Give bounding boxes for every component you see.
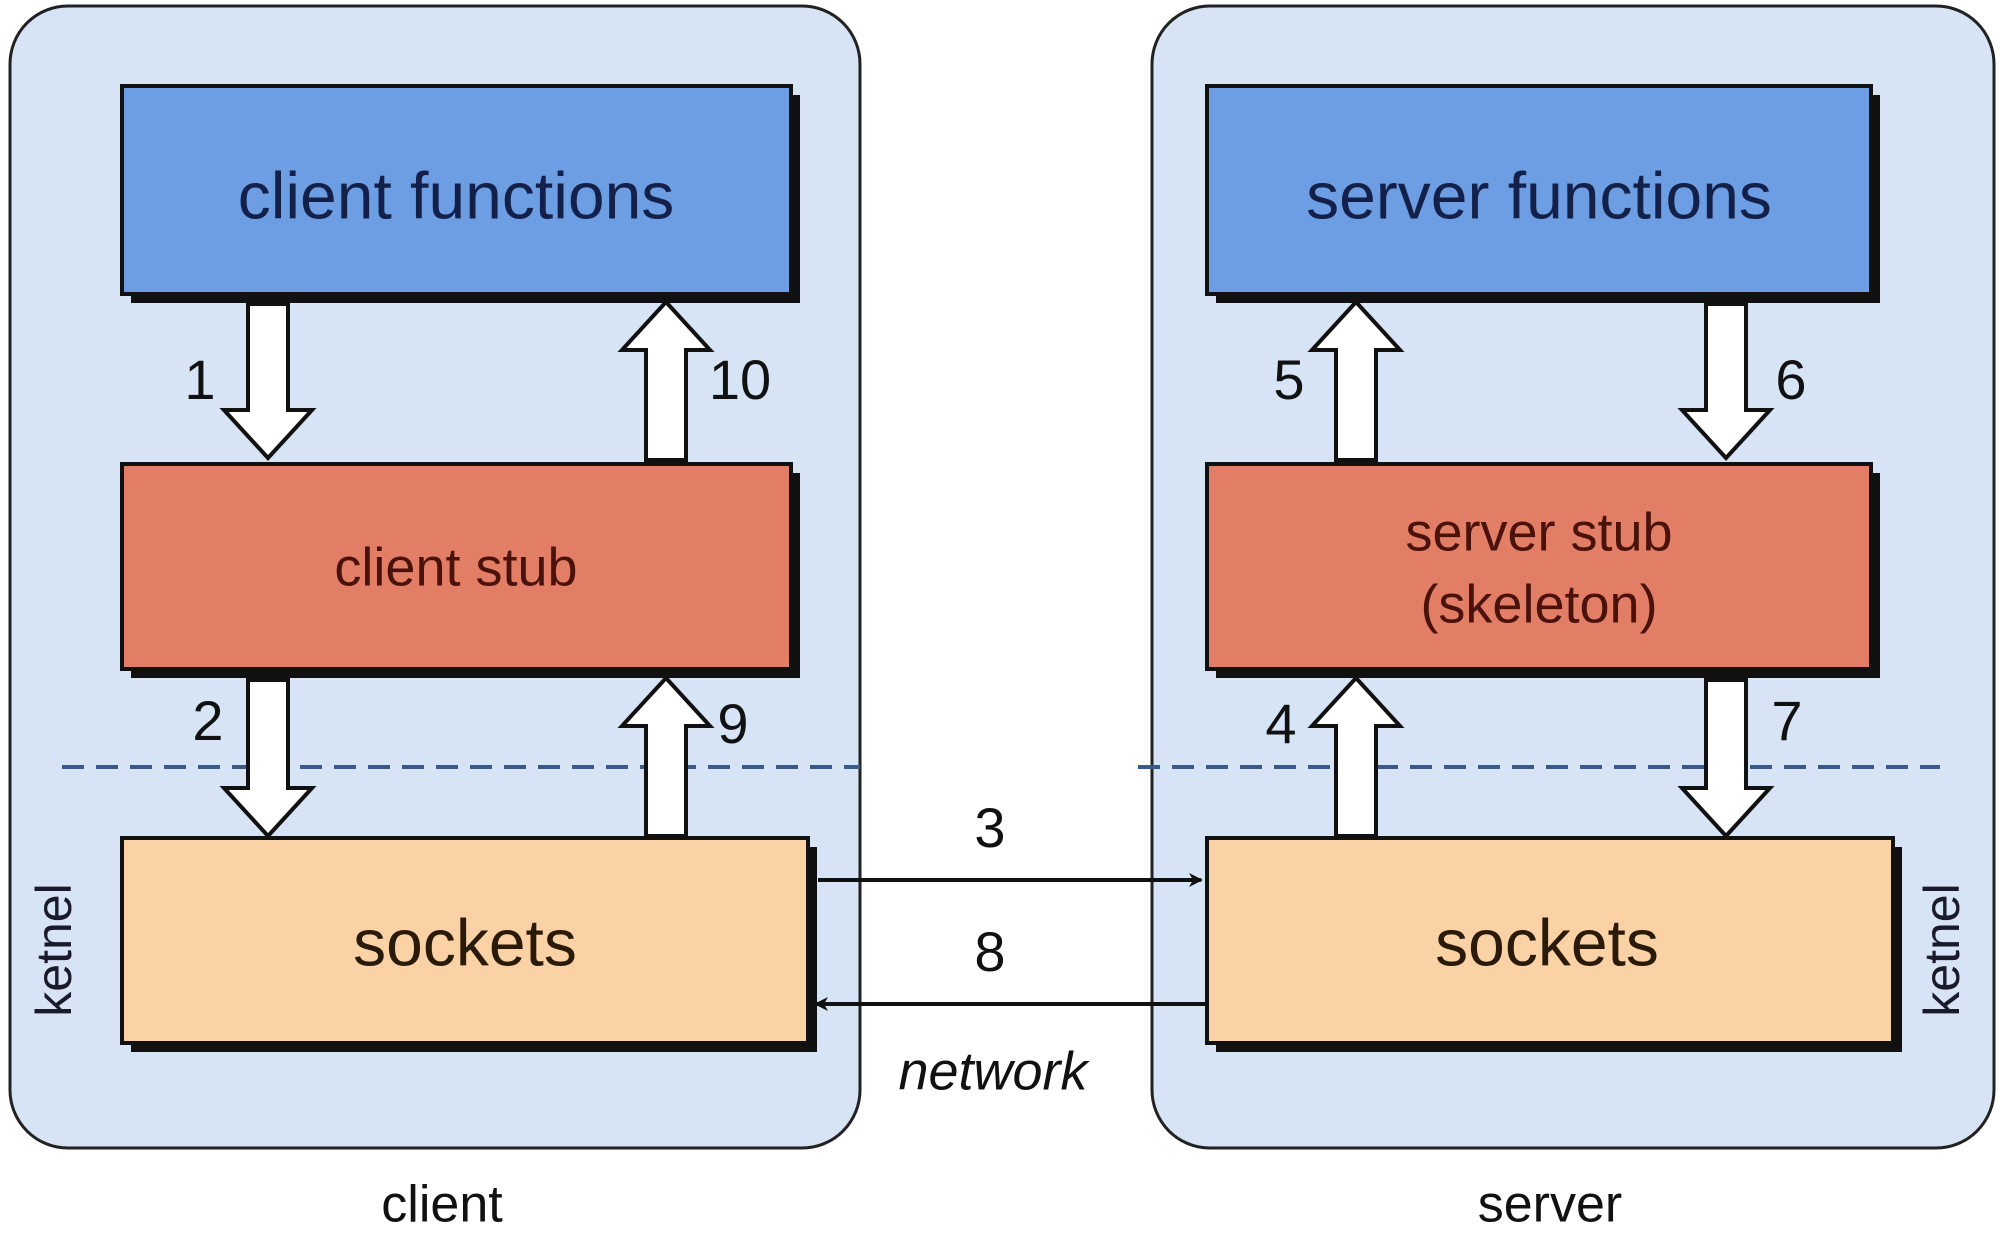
step-3-label: 3 [974, 796, 1005, 859]
server-sockets-box [1205, 836, 1895, 1045]
client-stub-box [120, 462, 793, 671]
step-6-label: 6 [1775, 348, 1806, 411]
step-9-label: 9 [717, 692, 748, 755]
client-sockets-box [120, 836, 810, 1045]
step-10-label: 10 [709, 348, 771, 411]
step-2-arrow [219, 678, 317, 839]
step-9-arrow [617, 675, 715, 838]
server-functions-box [1205, 84, 1873, 296]
server-kernel-label: ketnel [1914, 883, 1970, 1016]
step-7-label: 7 [1771, 689, 1802, 752]
step-7-arrow [1677, 678, 1775, 839]
server-sockets-label: sockets [1435, 905, 1659, 979]
server-stub-label-line1: server stub [1405, 502, 1672, 562]
step-2-label: 2 [192, 689, 223, 752]
step-8-label: 8 [974, 920, 1005, 983]
server-caption: server [1478, 1176, 1622, 1234]
network-link: 3 8 network [814, 796, 1207, 1101]
client-sockets-label: sockets [353, 905, 577, 979]
client-kernel-label: ketnel [26, 883, 82, 1016]
server-functions-label: server functions [1306, 158, 1772, 232]
client-panel: client functions client stub sockets ket… [8, 4, 862, 1150]
step-1-label: 1 [184, 348, 215, 411]
server-panel: server functions server stub (skeleton) … [1138, 4, 1996, 1150]
step-5-label: 5 [1273, 348, 1304, 411]
step-5-arrow [1307, 299, 1405, 462]
client-caption: client [381, 1176, 503, 1234]
server-stub-box [1205, 462, 1873, 671]
step-1-arrow [219, 302, 317, 461]
network-label: network [898, 1041, 1090, 1101]
step-10-arrow [617, 299, 715, 462]
client-functions-label: client functions [238, 158, 675, 232]
step-4-label: 4 [1265, 692, 1296, 755]
server-stub-label-line2: (skeleton) [1420, 574, 1657, 634]
client-functions-box [120, 84, 793, 296]
step-4-arrow [1307, 675, 1405, 838]
client-stub-label: client stub [334, 537, 577, 597]
step-6-arrow [1677, 302, 1775, 461]
